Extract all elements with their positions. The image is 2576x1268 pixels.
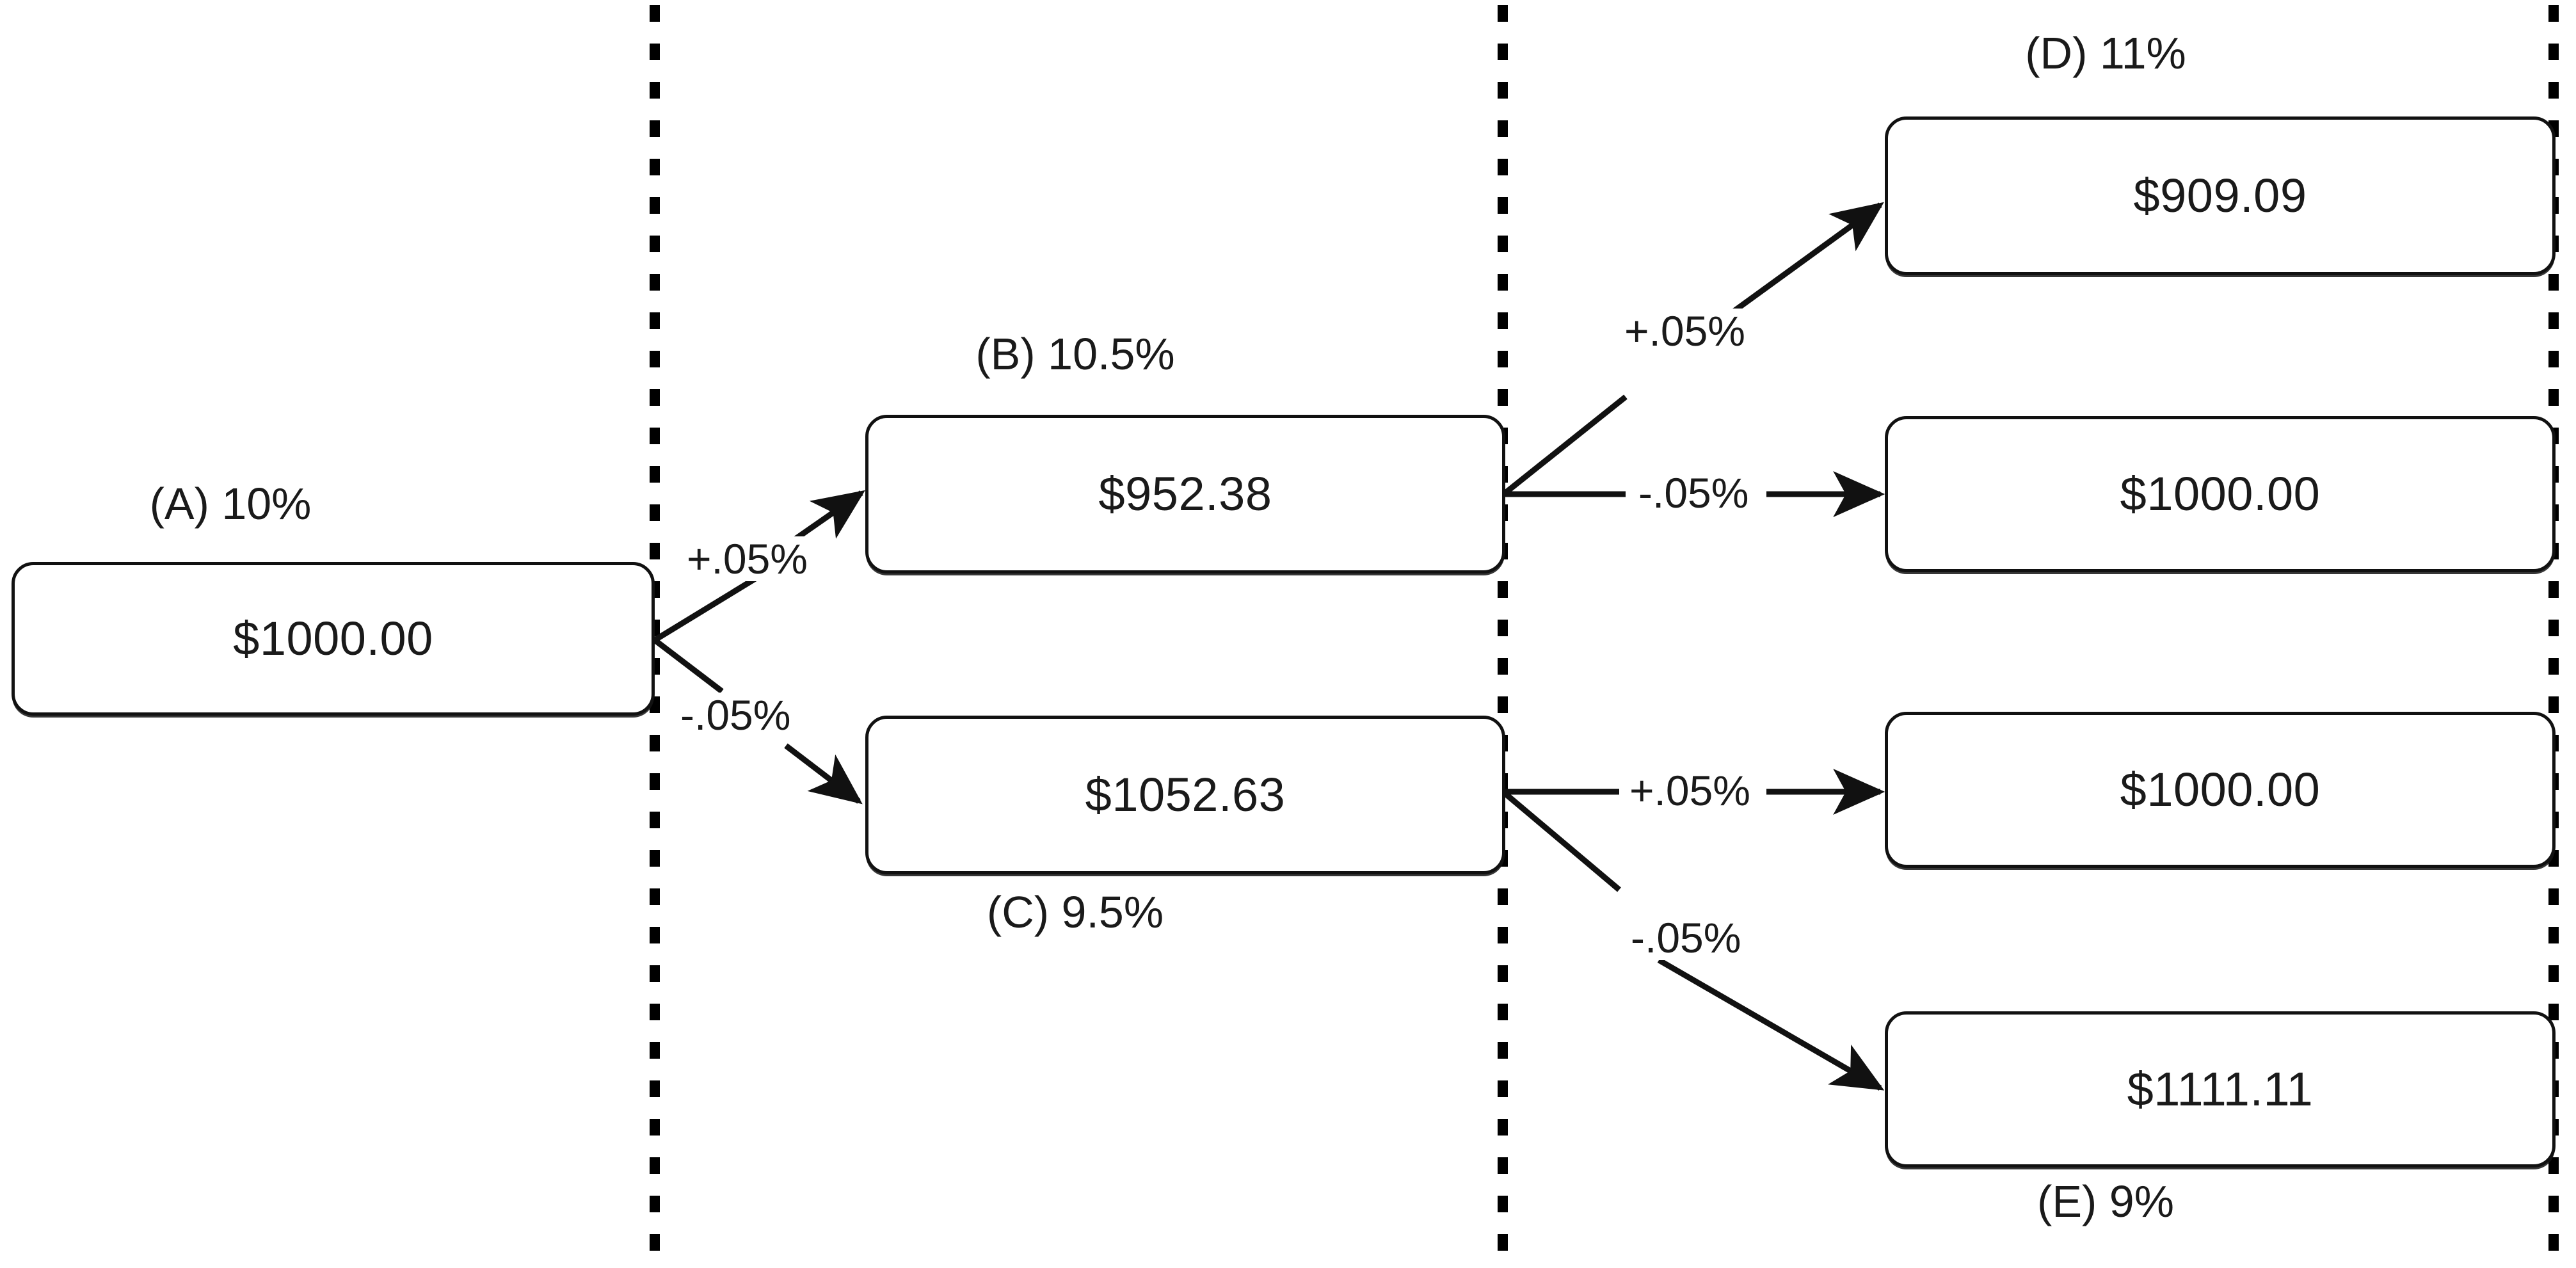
edge-b-to-d-segment-2 [1720, 202, 1884, 323]
edge-label-b-down: -.05% [1633, 470, 1754, 515]
node-box-f1[interactable]: $1000.00 [1885, 416, 2556, 572]
edge-label-b-up: +.05% [1619, 309, 1750, 353]
edge-label-c-down: -.05% [1626, 915, 1747, 960]
edge-label-a-up: +.05% [682, 536, 813, 581]
node-caption-d: (D) 11% [2025, 28, 2186, 78]
edge-a-to-c-segment-2 [784, 743, 863, 805]
node-e-value: $1111.11 [2127, 1063, 2314, 1116]
edge-c-to-e-segment-1 [1503, 791, 1621, 892]
node-box-e[interactable]: $1111.11 [1885, 1011, 2556, 1168]
node-b-value: $952.38 [1098, 467, 1272, 520]
node-box-d[interactable]: $909.09 [1885, 116, 2556, 275]
node-box-f2[interactable]: $1000.00 [1885, 712, 2556, 868]
node-caption-e: (E) 9% [2037, 1176, 2174, 1226]
edge-a-to-c-segment-1 [653, 638, 724, 694]
edge-label-c-up: +.05% [1624, 768, 1756, 813]
node-caption-a: (A) 10% [149, 479, 312, 529]
node-f2-value: $1000.00 [2120, 763, 2321, 816]
node-a-value: $1000.00 [233, 612, 433, 665]
edge-a-to-b-segment-2 [790, 490, 865, 544]
edge-label-a-down: -.05% [675, 693, 796, 737]
node-box-a[interactable]: $1000.00 [12, 562, 655, 716]
node-f1-value: $1000.00 [2120, 467, 2321, 520]
edge-b-to-d-segment-1 [1503, 394, 1628, 495]
node-caption-c: (C) 9.5% [986, 887, 1164, 937]
edge-a-to-b-segment-1 [653, 572, 764, 643]
node-caption-b: (B) 10.5% [975, 329, 1175, 379]
edge-c-to-e-segment-2 [1657, 958, 1885, 1091]
node-box-b[interactable]: $952.38 [865, 415, 1505, 574]
node-d-value: $909.09 [2133, 169, 2307, 222]
node-box-c[interactable]: $1052.63 [865, 716, 1505, 874]
node-c-value: $1052.63 [1085, 768, 1286, 821]
